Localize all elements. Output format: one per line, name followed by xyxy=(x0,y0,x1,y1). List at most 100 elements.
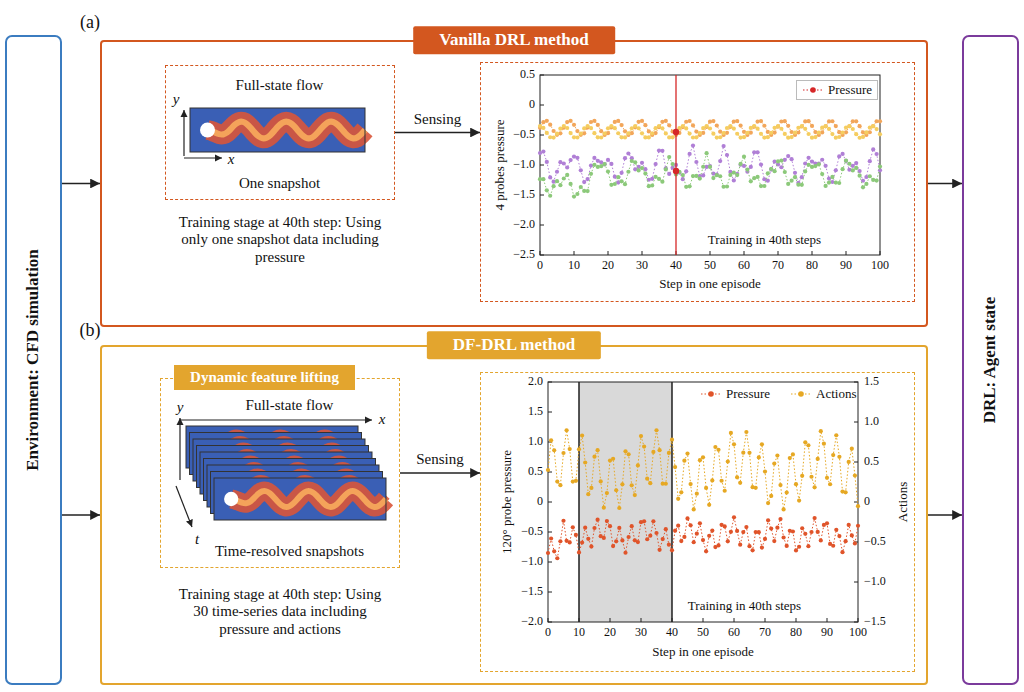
pressure-dot xyxy=(775,526,779,530)
probe2-dot xyxy=(552,135,556,139)
probe4-dot xyxy=(633,160,637,164)
probe3-dot xyxy=(562,161,566,165)
probe3-dot xyxy=(824,164,828,168)
tab-title: Dynamic feature lifting xyxy=(190,369,339,385)
tick-label: 0.5 xyxy=(520,68,535,82)
pressure-dot xyxy=(667,543,671,547)
probe2-dot xyxy=(851,127,855,131)
tick-mark xyxy=(672,618,673,622)
pressure-dot xyxy=(623,551,627,555)
tick-mark xyxy=(548,622,552,623)
probe1-dot xyxy=(552,129,556,133)
tick-label: −0.5 xyxy=(521,525,543,539)
actions-dot xyxy=(788,456,792,460)
actions-dot xyxy=(630,483,634,487)
pressure-dot xyxy=(710,529,714,533)
agent-box: DRL: Agent state xyxy=(962,35,1019,685)
actions-dot xyxy=(651,450,655,454)
pressure-dot xyxy=(850,533,854,537)
pressure-dot xyxy=(654,531,658,535)
probe2-dot xyxy=(541,126,545,130)
axis-arrow xyxy=(180,419,372,420)
probe3-dot xyxy=(694,160,698,164)
probe3-dot xyxy=(640,161,644,165)
probe4-dot xyxy=(875,179,879,183)
flow-snapshot-stack xyxy=(176,418,386,527)
pressure-dot xyxy=(831,544,835,548)
probe1-dot xyxy=(572,123,576,127)
probe4-dot xyxy=(572,194,576,198)
probe3-dot xyxy=(579,168,583,172)
tick-label: 20 xyxy=(602,259,614,273)
pressure-dot xyxy=(596,518,600,522)
probe1-dot xyxy=(878,119,882,123)
legend-sample-dot xyxy=(810,87,816,93)
pressure-dot xyxy=(546,551,550,555)
pressure-dot xyxy=(682,535,686,539)
tick-label: 60 xyxy=(738,259,750,273)
actions-dot xyxy=(853,473,857,477)
tick-mark xyxy=(540,251,541,255)
pressure-dot xyxy=(592,526,596,530)
actions-dot xyxy=(747,451,751,455)
probe4-dot xyxy=(769,167,773,171)
actions-dot xyxy=(546,468,550,472)
node-text: Training in 40th steps xyxy=(708,232,821,247)
wake-band xyxy=(208,122,366,139)
tick-label: 30 xyxy=(635,626,647,640)
probe4-dot xyxy=(868,174,872,178)
pressure-dot xyxy=(837,534,841,538)
pressure-dot xyxy=(689,523,693,527)
probe1-dot xyxy=(640,119,644,123)
probe3-dot xyxy=(565,165,569,169)
tick-mark xyxy=(710,251,711,255)
actions-dot xyxy=(806,443,810,447)
probe4-dot xyxy=(552,184,556,188)
actions-dot xyxy=(716,448,720,452)
probe4-dot xyxy=(847,162,851,166)
pressure-dot xyxy=(571,525,575,529)
probe4-dot xyxy=(728,173,732,177)
legend-item: Pressure xyxy=(796,80,878,100)
pressure-dot xyxy=(695,532,699,536)
probe4-dot xyxy=(742,155,746,159)
node-text: Training in 40th steps xyxy=(688,598,801,613)
probe1-dot xyxy=(691,123,695,127)
probe2-dot xyxy=(813,135,817,139)
probe4-dot xyxy=(827,180,831,184)
probe3-dot xyxy=(817,161,821,165)
pressure-dot xyxy=(555,556,559,560)
probe1-dot xyxy=(569,119,573,123)
probe3-dot xyxy=(654,162,658,166)
probe3-dot xyxy=(749,165,753,169)
probe1-dot xyxy=(616,119,620,123)
probe4-dot xyxy=(830,175,834,179)
probe4-dot xyxy=(586,189,590,193)
probe1-dot xyxy=(548,123,552,127)
tick-label: 80 xyxy=(806,259,818,273)
tick-label: 100 xyxy=(871,259,889,273)
tick-label: 1.0 xyxy=(528,435,543,449)
probe4-dot xyxy=(841,167,845,171)
pressure-dot xyxy=(614,539,618,543)
probe2-dot xyxy=(732,126,736,130)
probe2-dot xyxy=(640,131,644,135)
probe2-dot xyxy=(565,126,569,130)
actions-dot xyxy=(732,442,736,446)
tick-mark xyxy=(548,382,552,383)
axis-arrow xyxy=(176,486,192,527)
axis-letter: y xyxy=(173,91,180,108)
cylinder xyxy=(200,123,215,138)
tick-mark xyxy=(574,251,575,255)
actions-dot xyxy=(695,492,699,496)
probe2-dot xyxy=(694,135,698,139)
probe2-dot xyxy=(841,130,845,134)
pressure-dot xyxy=(630,524,634,528)
side-title: DRL: Agent state xyxy=(980,297,1000,424)
tick-label: −1.0 xyxy=(864,575,886,589)
tick-mark xyxy=(703,618,704,622)
pressure-dot xyxy=(803,532,807,536)
probe3-dot xyxy=(701,173,705,177)
actions-dot xyxy=(577,447,581,451)
probe1-dot xyxy=(620,123,624,127)
